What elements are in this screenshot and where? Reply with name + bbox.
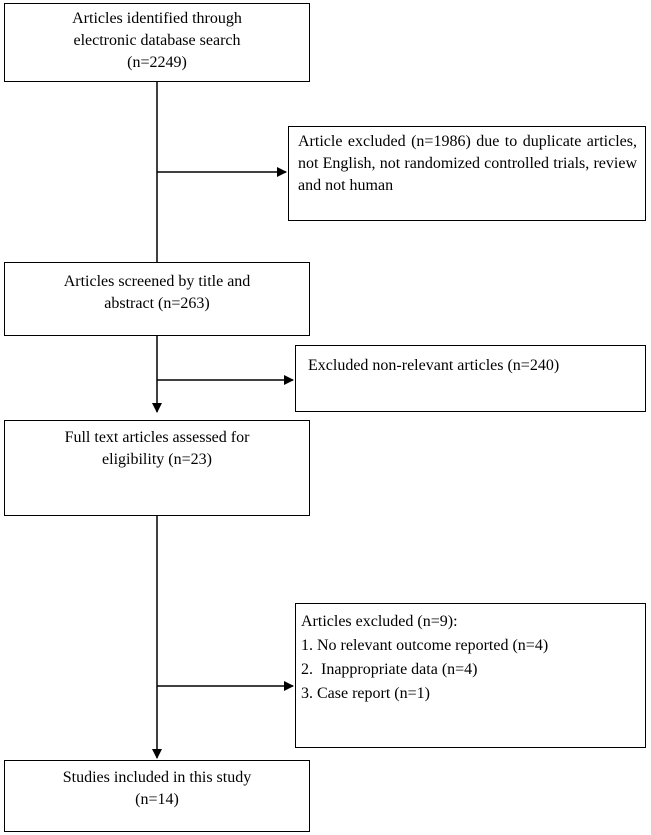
identified-line-1: Articles identified through [72, 10, 242, 27]
box-excluded-1: Article excluded (n=1986) due to duplica… [288, 126, 646, 221]
fulltext-line-1: Full text articles assessed for [64, 429, 250, 446]
box-identified: Articles identified through electronic d… [4, 3, 310, 82]
box-included: Studies included in this study (n=14) [4, 760, 310, 832]
fulltext-line-2: eligibility (n=23) [102, 451, 212, 468]
included-line-1: Studies included in this study [62, 769, 252, 786]
box-screened: Articles screened by title and abstract … [4, 262, 310, 336]
identified-line-2: electronic database search [73, 32, 241, 49]
included-line-2: (n=14) [135, 791, 179, 808]
excluded-3-reason-3: 3. Case report (n=1) [301, 685, 430, 702]
box-excluded-3: Articles excluded (n=9): 1. No relevant … [295, 603, 646, 748]
excluded-1-text: Article excluded (n=1986) due to duplica… [298, 133, 637, 194]
identified-line-3: (n=2249) [127, 54, 187, 71]
box-excluded-2: Excluded non-relevant articles (n=240) [295, 345, 646, 412]
excluded-3-heading: Articles excluded (n=9): [301, 613, 458, 630]
screened-line-1: Articles screened by title and [63, 273, 251, 290]
excluded-3-reason-1: 1. No relevant outcome reported (n=4) [301, 637, 549, 654]
screened-line-2: abstract (n=263) [104, 295, 210, 312]
excluded-2-text: Excluded non-relevant articles (n=240) [308, 357, 560, 374]
box-fulltext: Full text articles assessed for eligibil… [4, 420, 310, 516]
excluded-3-reason-2: 2. Inappropriate data (n=4) [301, 661, 478, 678]
